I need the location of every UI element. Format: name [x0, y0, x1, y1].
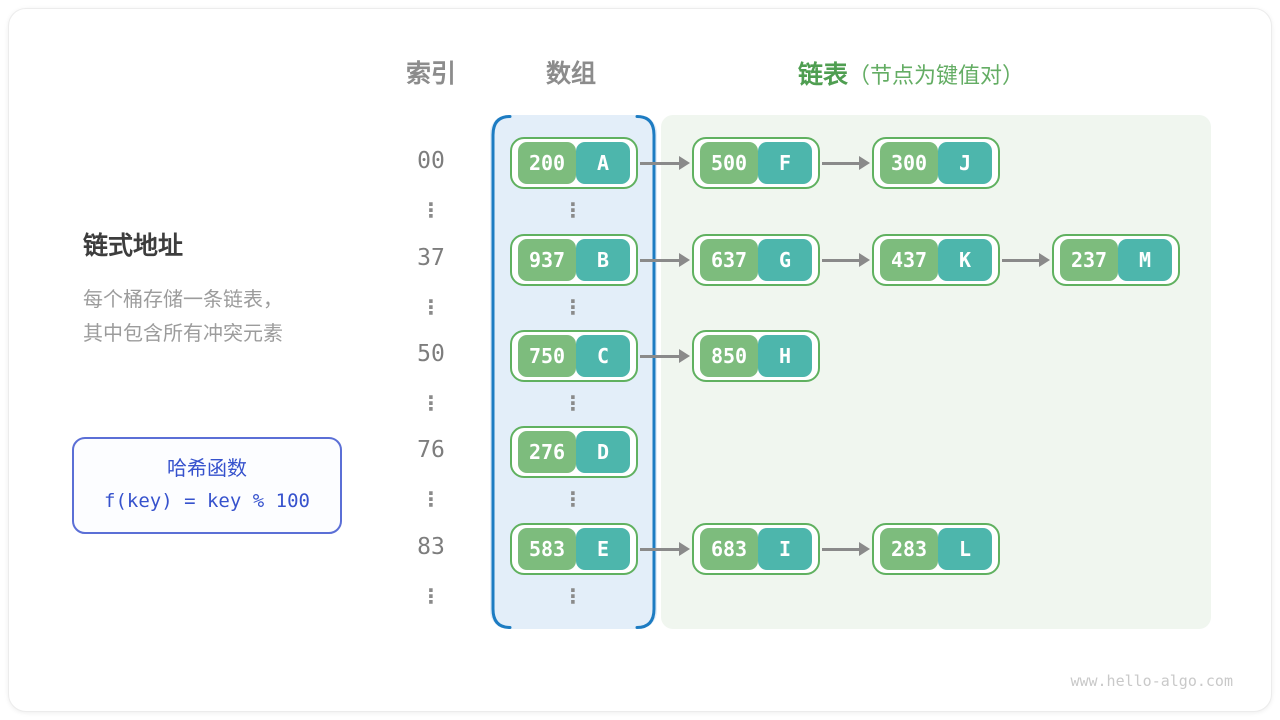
sidebar-description: 每个桶存储一条链表， 其中包含所有冲突元素	[83, 283, 283, 351]
list-column-header: 链表（节点为键值对）	[798, 55, 1024, 91]
array-bracket-border	[491, 115, 656, 629]
watermark: www.hello-algo.com	[1070, 672, 1233, 690]
index-column-header: 索引	[405, 60, 456, 88]
array-panel	[490, 115, 657, 629]
list-header-title: 链表	[798, 61, 849, 89]
array-column-header: 数组	[545, 60, 596, 88]
hash-function-title: 哈希函数	[167, 458, 247, 480]
hash-function-box: 哈希函数 f(key) = key % 100	[72, 437, 342, 534]
sidebar-description-line1: 每个桶存储一条链表，	[83, 289, 283, 311]
sidebar-title: 链式地址	[83, 232, 184, 260]
sidebar-description-line2: 其中包含所有冲突元素	[83, 323, 283, 345]
hash-function-formula: f(key) = key % 100	[104, 490, 310, 512]
linked-list-panel	[661, 115, 1211, 629]
list-header-note: （节点为键值对）	[848, 63, 1025, 88]
